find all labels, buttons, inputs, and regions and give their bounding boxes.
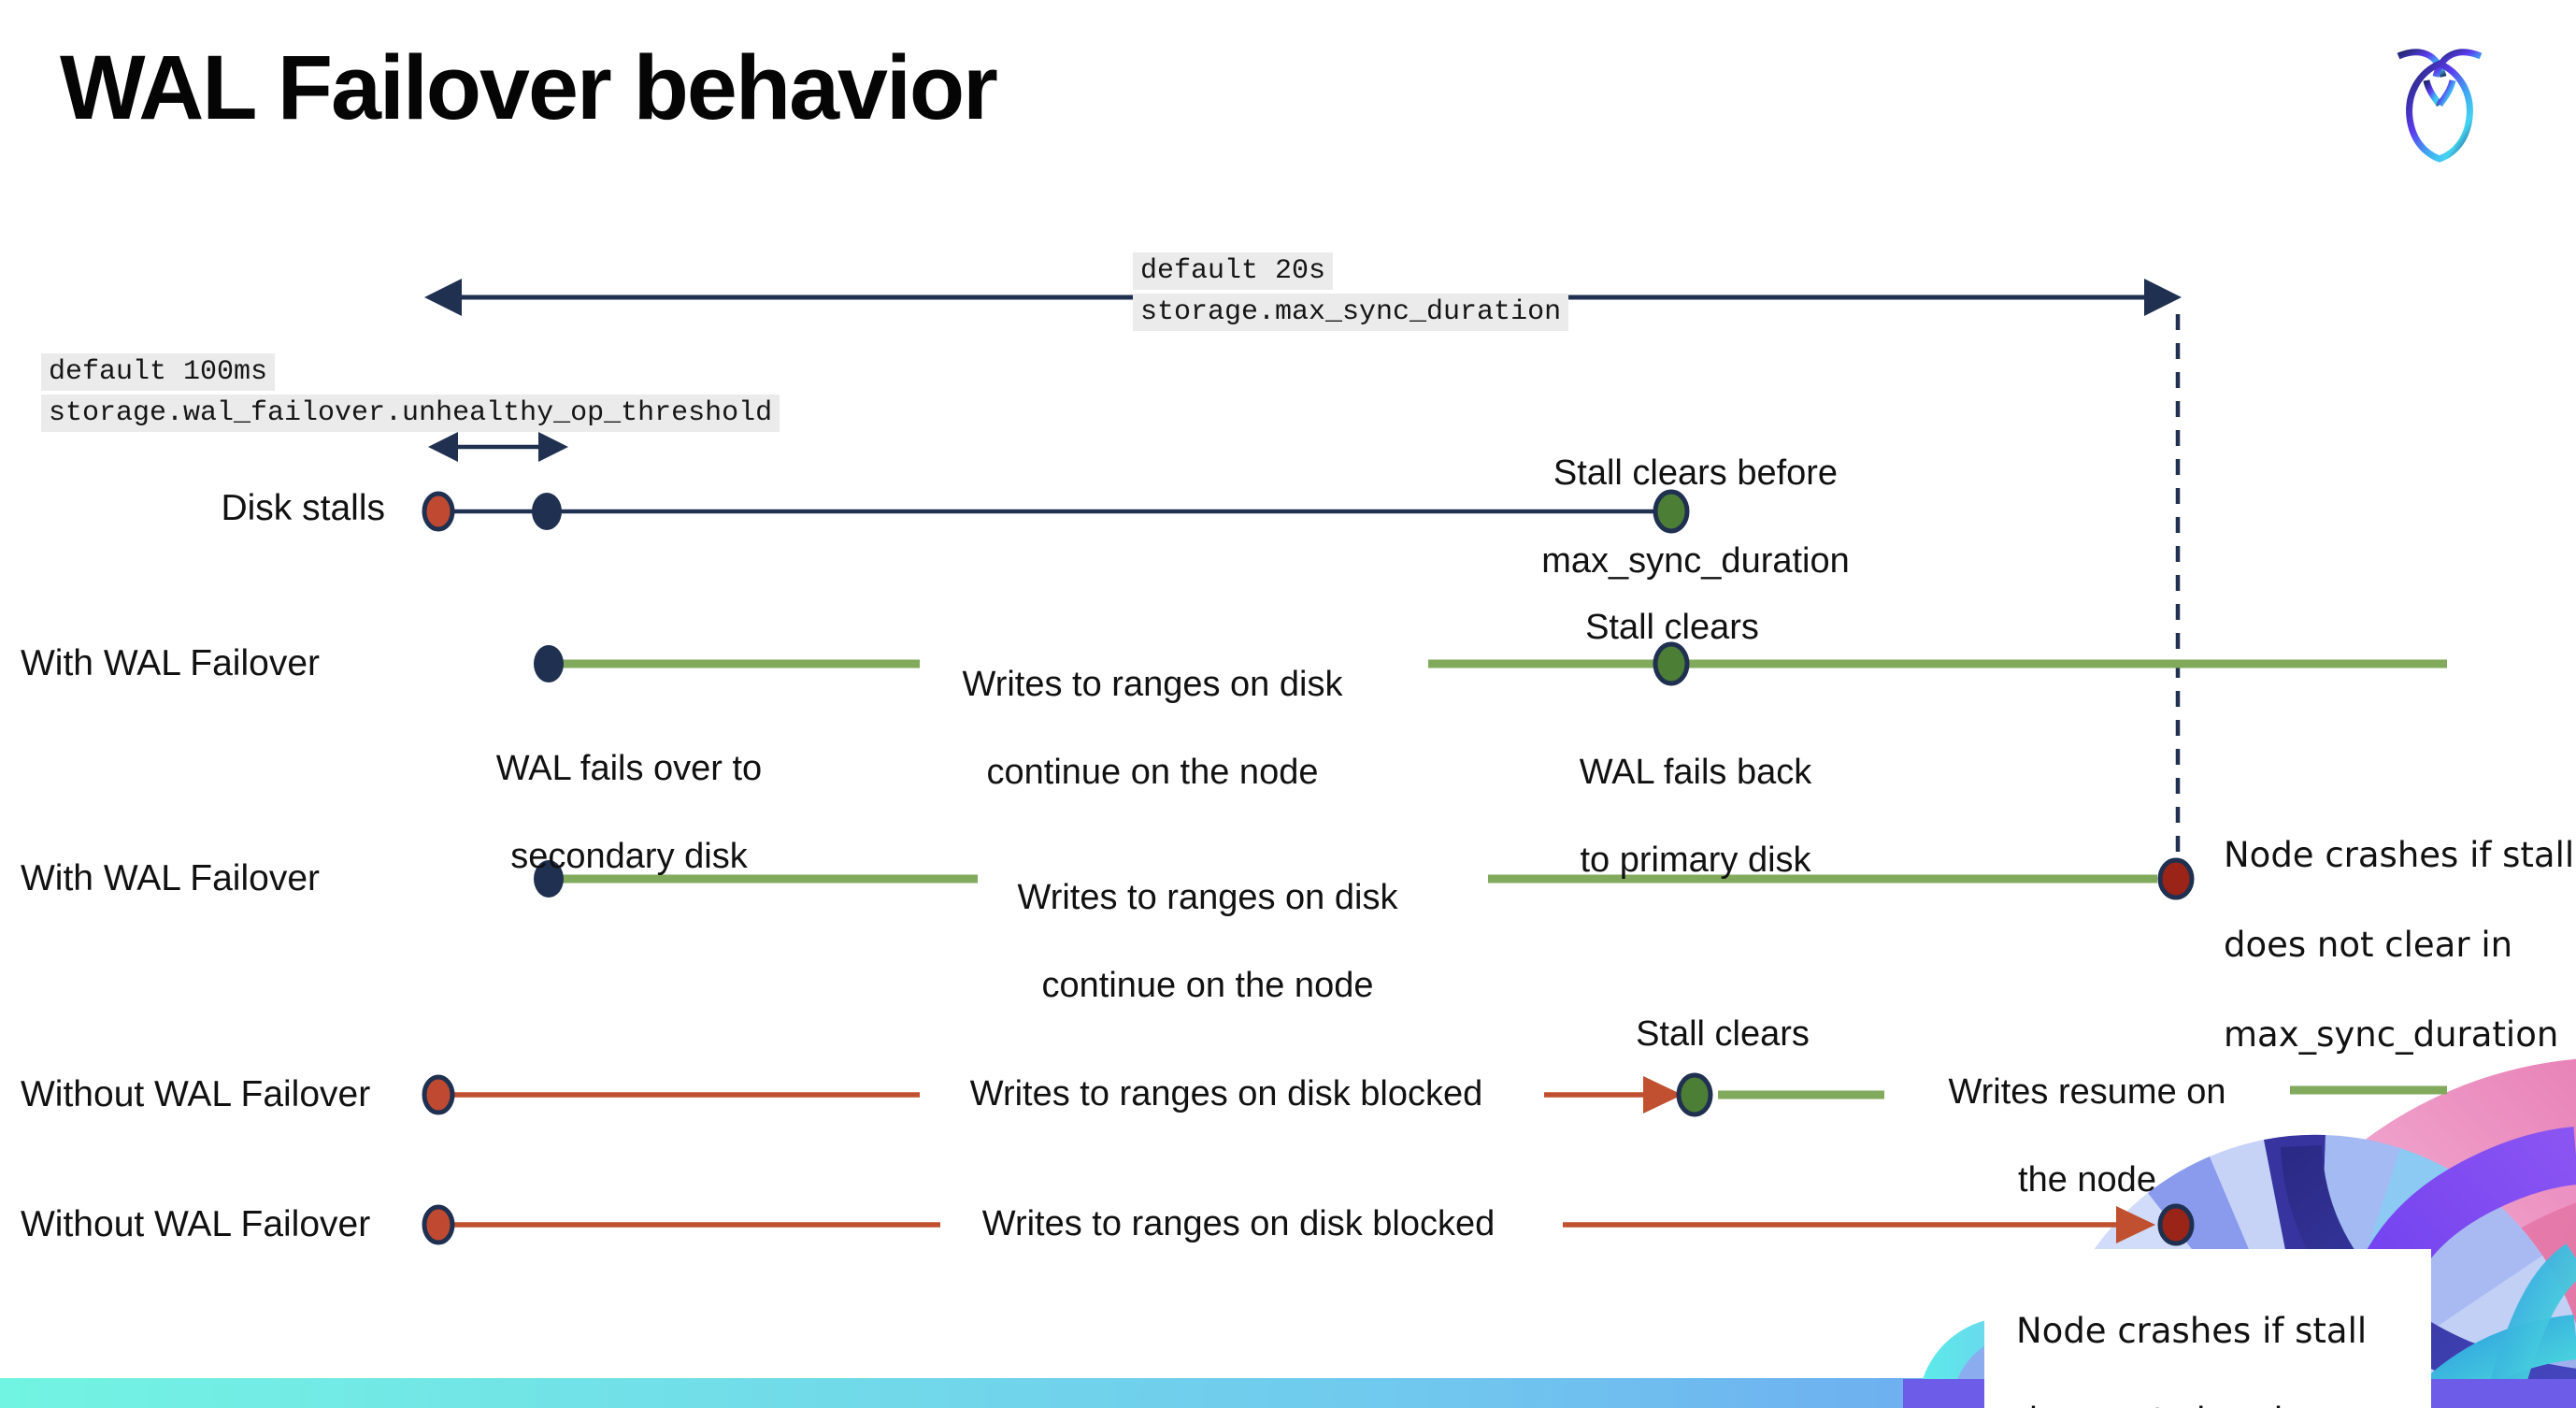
node-crash-dot-1 xyxy=(2157,857,2195,900)
threshold-dot xyxy=(532,493,562,530)
stall-clears-before-note: Stall clears before max_sync_duration xyxy=(1541,453,1850,581)
threshold-setting-name: storage.wal_failover.unhealthy_op_thresh… xyxy=(41,395,780,432)
max-sync-default-label: default 20s xyxy=(1133,252,1334,290)
writes-blocked-note-2: Writes to ranges on disk blocked xyxy=(981,1204,1496,1243)
wal-fails-over-note: WAL fails over to secondary disk xyxy=(495,749,763,876)
stall-start-dot-2 xyxy=(422,1074,455,1115)
max-sync-setting-name: storage.max_sync_duration xyxy=(1133,294,1569,331)
row-label-with-failover-2: With WAL Failover xyxy=(21,858,320,898)
row-label-with-failover-1: With WAL Failover xyxy=(21,643,320,683)
stall-start-dot-3 xyxy=(422,1204,455,1245)
threshold-default-label: default 100ms xyxy=(41,353,276,391)
arrow-head-left xyxy=(424,279,462,316)
stall-clears-dot-2 xyxy=(1676,1072,1713,1117)
node-crash-callout-box: Node crashes if stall does not clear in … xyxy=(1984,1249,2431,1408)
writes-resume-note: Writes resume on the node xyxy=(1948,1072,2226,1200)
small-arrow-head-left xyxy=(428,432,458,462)
failover-dot-1 xyxy=(534,645,564,682)
stall-clears-dot xyxy=(1653,489,1690,534)
stall-clears-note-1: Stall clears xyxy=(1585,608,1759,647)
writes-blocked-note-1: Writes to ranges on disk blocked xyxy=(969,1074,1483,1113)
node-crash-note-2: Node crashes if stall does not clear in … xyxy=(2016,1311,2368,1408)
arrow-head-right xyxy=(2144,279,2182,316)
page-title: WAL Failover behavior xyxy=(60,36,998,138)
failback-dot xyxy=(1653,641,1690,686)
row-label-without-failover-2: Without WAL Failover xyxy=(21,1204,371,1244)
cockroachdb-logo xyxy=(2397,49,2483,163)
writes-continue-note-2: Writes to ranges on disk continue on the… xyxy=(1017,878,1398,1005)
stall-clears-note-2: Stall clears xyxy=(1636,1014,1810,1054)
writes-continue-note-1: Writes to ranges on disk continue on the… xyxy=(962,665,1343,792)
node-crash-note-1: Node crashes if stall does not clear in … xyxy=(2224,835,2575,1055)
failover-dot-2 xyxy=(534,860,564,898)
row-label-without-failover-1: Without WAL Failover xyxy=(21,1074,371,1114)
node-crash-dot-2 xyxy=(2157,1203,2195,1246)
blocked-arrow-head-2 xyxy=(2116,1206,2155,1243)
stall-start-dot xyxy=(422,491,455,532)
row-label-disk-stalls: Disk stalls xyxy=(221,488,385,528)
small-arrow-head-right xyxy=(538,432,568,462)
wal-fails-back-note: WAL fails back to primary disk xyxy=(1579,753,1812,880)
blocked-arrow-head-1 xyxy=(1643,1076,1682,1113)
